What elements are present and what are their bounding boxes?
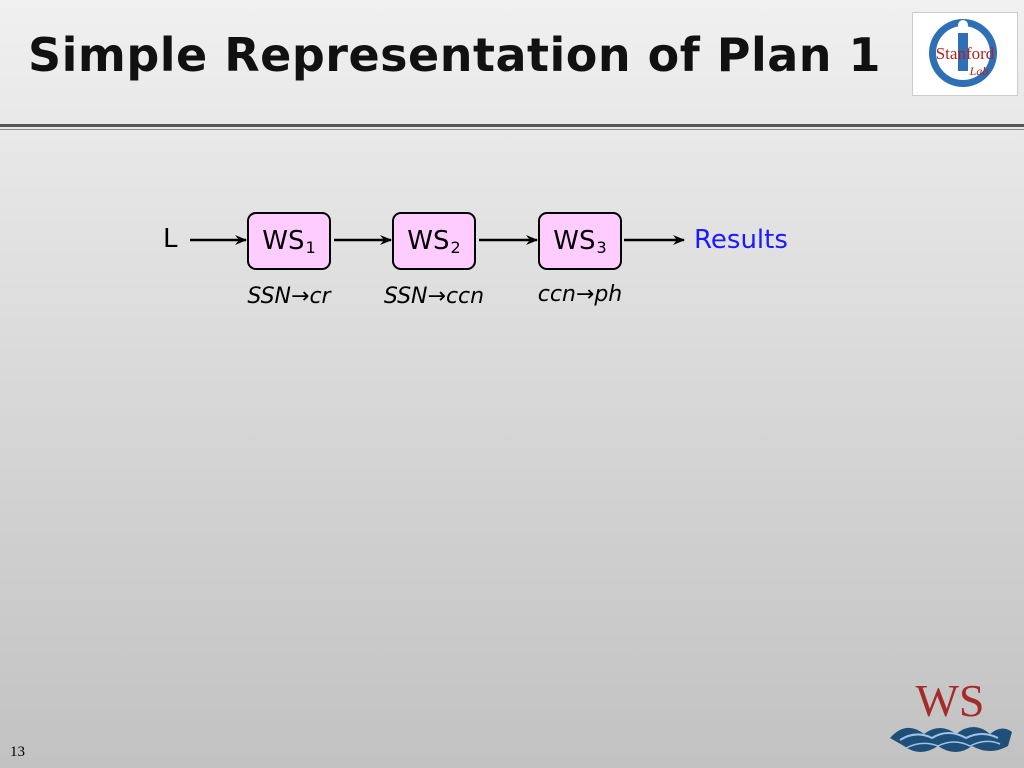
svg-text:WS: WS: [916, 676, 985, 726]
web-service-index: 1: [305, 237, 316, 257]
title-divider: [0, 124, 1024, 127]
title-divider-thin: [0, 129, 1024, 130]
web-service-index: 3: [596, 237, 607, 257]
input-label: L: [163, 224, 178, 254]
mapping-label-2: SSN→ccn: [383, 284, 485, 309]
web-service-name: WS: [407, 226, 450, 256]
svg-text:Stanford: Stanford: [936, 44, 995, 63]
web-service-name: WS: [262, 226, 305, 256]
results-label: Results: [694, 225, 788, 255]
mapping-label-3: ccn→ph: [537, 282, 623, 307]
stanford-lab-logo: Stanford Lab: [912, 12, 1018, 96]
slide-number: 13: [10, 744, 25, 760]
web-service-name: WS: [553, 226, 596, 256]
svg-text:Lab: Lab: [969, 64, 989, 78]
web-service-index: 2: [450, 237, 461, 257]
ws-logo: WS: [886, 675, 1016, 760]
mapping-label-1: SSN→cr: [247, 284, 331, 309]
slide-title: Simple Representation of Plan 1: [28, 28, 882, 82]
